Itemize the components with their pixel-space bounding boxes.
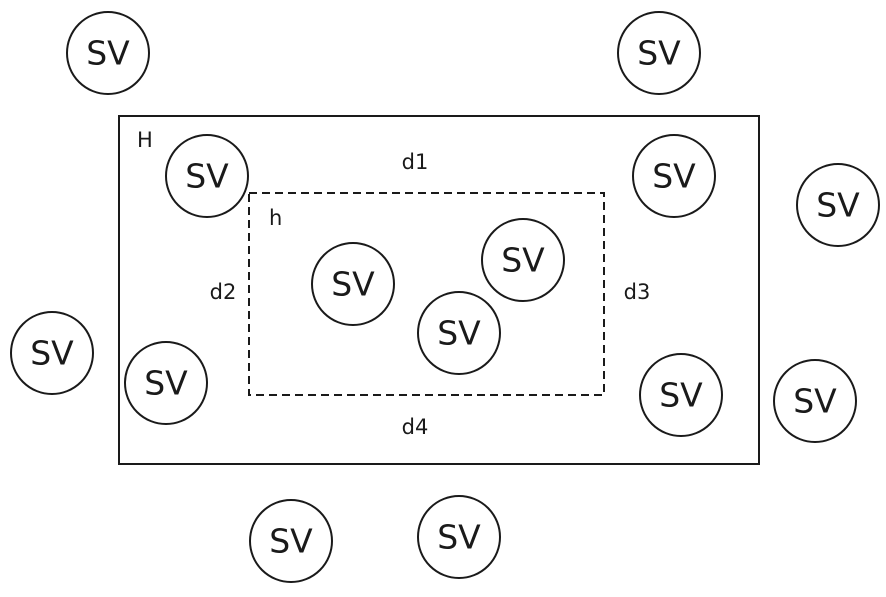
sv-nodes: SV SV SV SV SV SV SV SV — [10, 11, 880, 583]
sv-node: SV — [124, 341, 208, 425]
sv-node-label: SV — [331, 265, 375, 304]
distance-label-d4: d4 — [402, 415, 429, 439]
sv-node: SV — [417, 495, 501, 579]
sv-node-label: SV — [793, 382, 837, 421]
sv-node: SV — [617, 11, 701, 95]
distance-label-d1: d1 — [402, 150, 429, 174]
sv-node-label: SV — [144, 364, 188, 403]
distance-label-d3: d3 — [624, 280, 651, 304]
sv-node: SV — [165, 134, 249, 218]
sv-node: SV — [632, 134, 716, 218]
sv-node-label: SV — [652, 157, 696, 196]
sv-node: SV — [481, 218, 565, 302]
sv-node-label: SV — [86, 34, 130, 73]
sv-node-label: SV — [637, 34, 681, 73]
inner-zone-label: h — [269, 206, 282, 230]
sv-node: SV — [10, 311, 94, 395]
sv-node: SV — [639, 353, 723, 437]
sv-node-label: SV — [437, 314, 481, 353]
sv-node: SV — [796, 163, 880, 247]
sv-node: SV — [66, 11, 150, 95]
outer-zone-label: H — [137, 128, 153, 152]
inner-zone-box — [248, 192, 605, 396]
sv-node: SV — [311, 242, 395, 326]
outer-zone-box — [118, 115, 760, 465]
distance-label-d2: d2 — [210, 280, 237, 304]
sv-node: SV — [417, 291, 501, 375]
sv-node: SV — [773, 359, 857, 443]
sv-node: SV — [249, 499, 333, 583]
sv-node-label: SV — [30, 334, 74, 373]
sv-node-label: SV — [185, 157, 229, 196]
sv-node-label: SV — [816, 186, 860, 225]
sv-node-label: SV — [501, 241, 545, 280]
sv-node-label: SV — [659, 376, 703, 415]
sv-node-label: SV — [437, 518, 481, 557]
sv-node-label: SV — [269, 522, 313, 561]
